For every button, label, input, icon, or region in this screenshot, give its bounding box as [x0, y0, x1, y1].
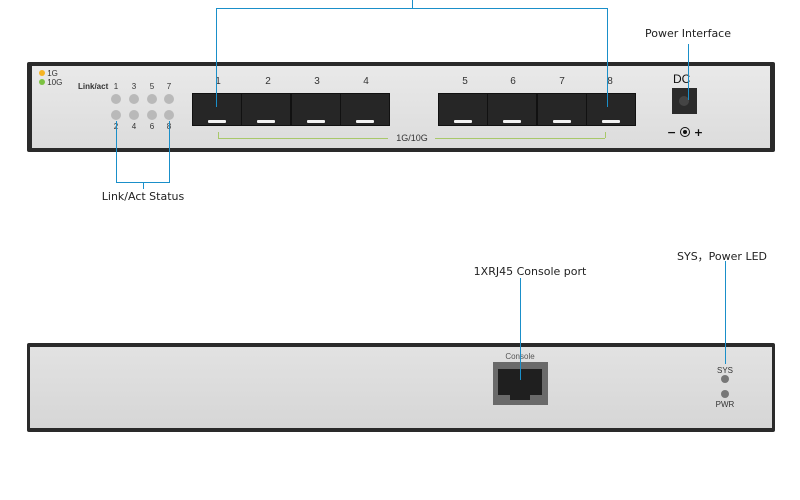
- callout-line: [688, 44, 689, 100]
- port-number: 2: [265, 76, 271, 87]
- led-number: 4: [131, 122, 137, 131]
- speed-label: 1G/10G: [396, 133, 428, 143]
- sfp-port-2: [241, 93, 291, 126]
- callout-line: [725, 261, 726, 364]
- console-port-callout: 1XRJ45 Console port: [473, 265, 587, 278]
- pwr-led: [721, 390, 729, 398]
- callout-line: [143, 182, 144, 189]
- port-led: [129, 110, 139, 120]
- port-number: 5: [462, 76, 468, 87]
- port-led: [111, 94, 121, 104]
- led-number: 5: [149, 82, 155, 91]
- sfp-port-4: [340, 93, 390, 126]
- link-act-label: Link/act: [78, 82, 109, 91]
- sys-power-led-callout: SYS，Power LED: [677, 250, 767, 263]
- speed-bracket-right: [605, 132, 606, 138]
- port-number: 4: [363, 76, 369, 87]
- rear-panel-face: [30, 347, 772, 428]
- sys-led: [721, 375, 729, 383]
- port-led: [147, 94, 157, 104]
- speed-bracket-left: [218, 132, 219, 138]
- sfp-port-1: [192, 93, 242, 126]
- led-1g-icon: [39, 70, 45, 76]
- sfp-port-3: [291, 93, 341, 126]
- callout-line: [216, 8, 217, 107]
- legend-1g: 1G: [39, 69, 58, 78]
- speed-bracket-line: [435, 138, 605, 139]
- dc-label: DC: [673, 72, 691, 86]
- port-number: 6: [510, 76, 516, 87]
- port-number: 3: [314, 76, 320, 87]
- led-10g-icon: [39, 79, 45, 85]
- led-number: 7: [166, 82, 172, 91]
- sys-label: SYS: [716, 366, 734, 375]
- port-number: 8: [607, 76, 613, 87]
- port-number: 1: [215, 76, 221, 87]
- led-number: 1: [113, 82, 119, 91]
- callout-line: [116, 121, 117, 183]
- port-led: [147, 110, 157, 120]
- callout-line: [520, 278, 521, 380]
- callout-line: [412, 0, 413, 8]
- legend-10g: 10G: [39, 78, 62, 87]
- sfp-port-7: [537, 93, 587, 126]
- port-number: 7: [559, 76, 565, 87]
- dc-jack: [672, 88, 697, 114]
- led-number: 3: [131, 82, 137, 91]
- speed-bracket-line: [218, 138, 388, 139]
- power-interface-callout: Power Interface: [644, 27, 732, 40]
- callout-line: [607, 8, 608, 107]
- callout-line: [169, 121, 170, 183]
- polarity-symbol: − +: [667, 126, 704, 139]
- port-led: [164, 94, 174, 104]
- sfp-port-6: [487, 93, 537, 126]
- dc-polarity-icon: [680, 127, 691, 137]
- pwr-label: PWR: [715, 400, 735, 409]
- sfp-port-8: [586, 93, 636, 126]
- port-led: [129, 94, 139, 104]
- port-led: [111, 110, 121, 120]
- led-number: 6: [149, 122, 155, 131]
- link-act-status-callout: Link/Act Status: [101, 190, 185, 203]
- front-panel-face: [32, 66, 770, 148]
- sfp-port-5: [438, 93, 488, 126]
- callout-line: [216, 8, 608, 9]
- port-led: [164, 110, 174, 120]
